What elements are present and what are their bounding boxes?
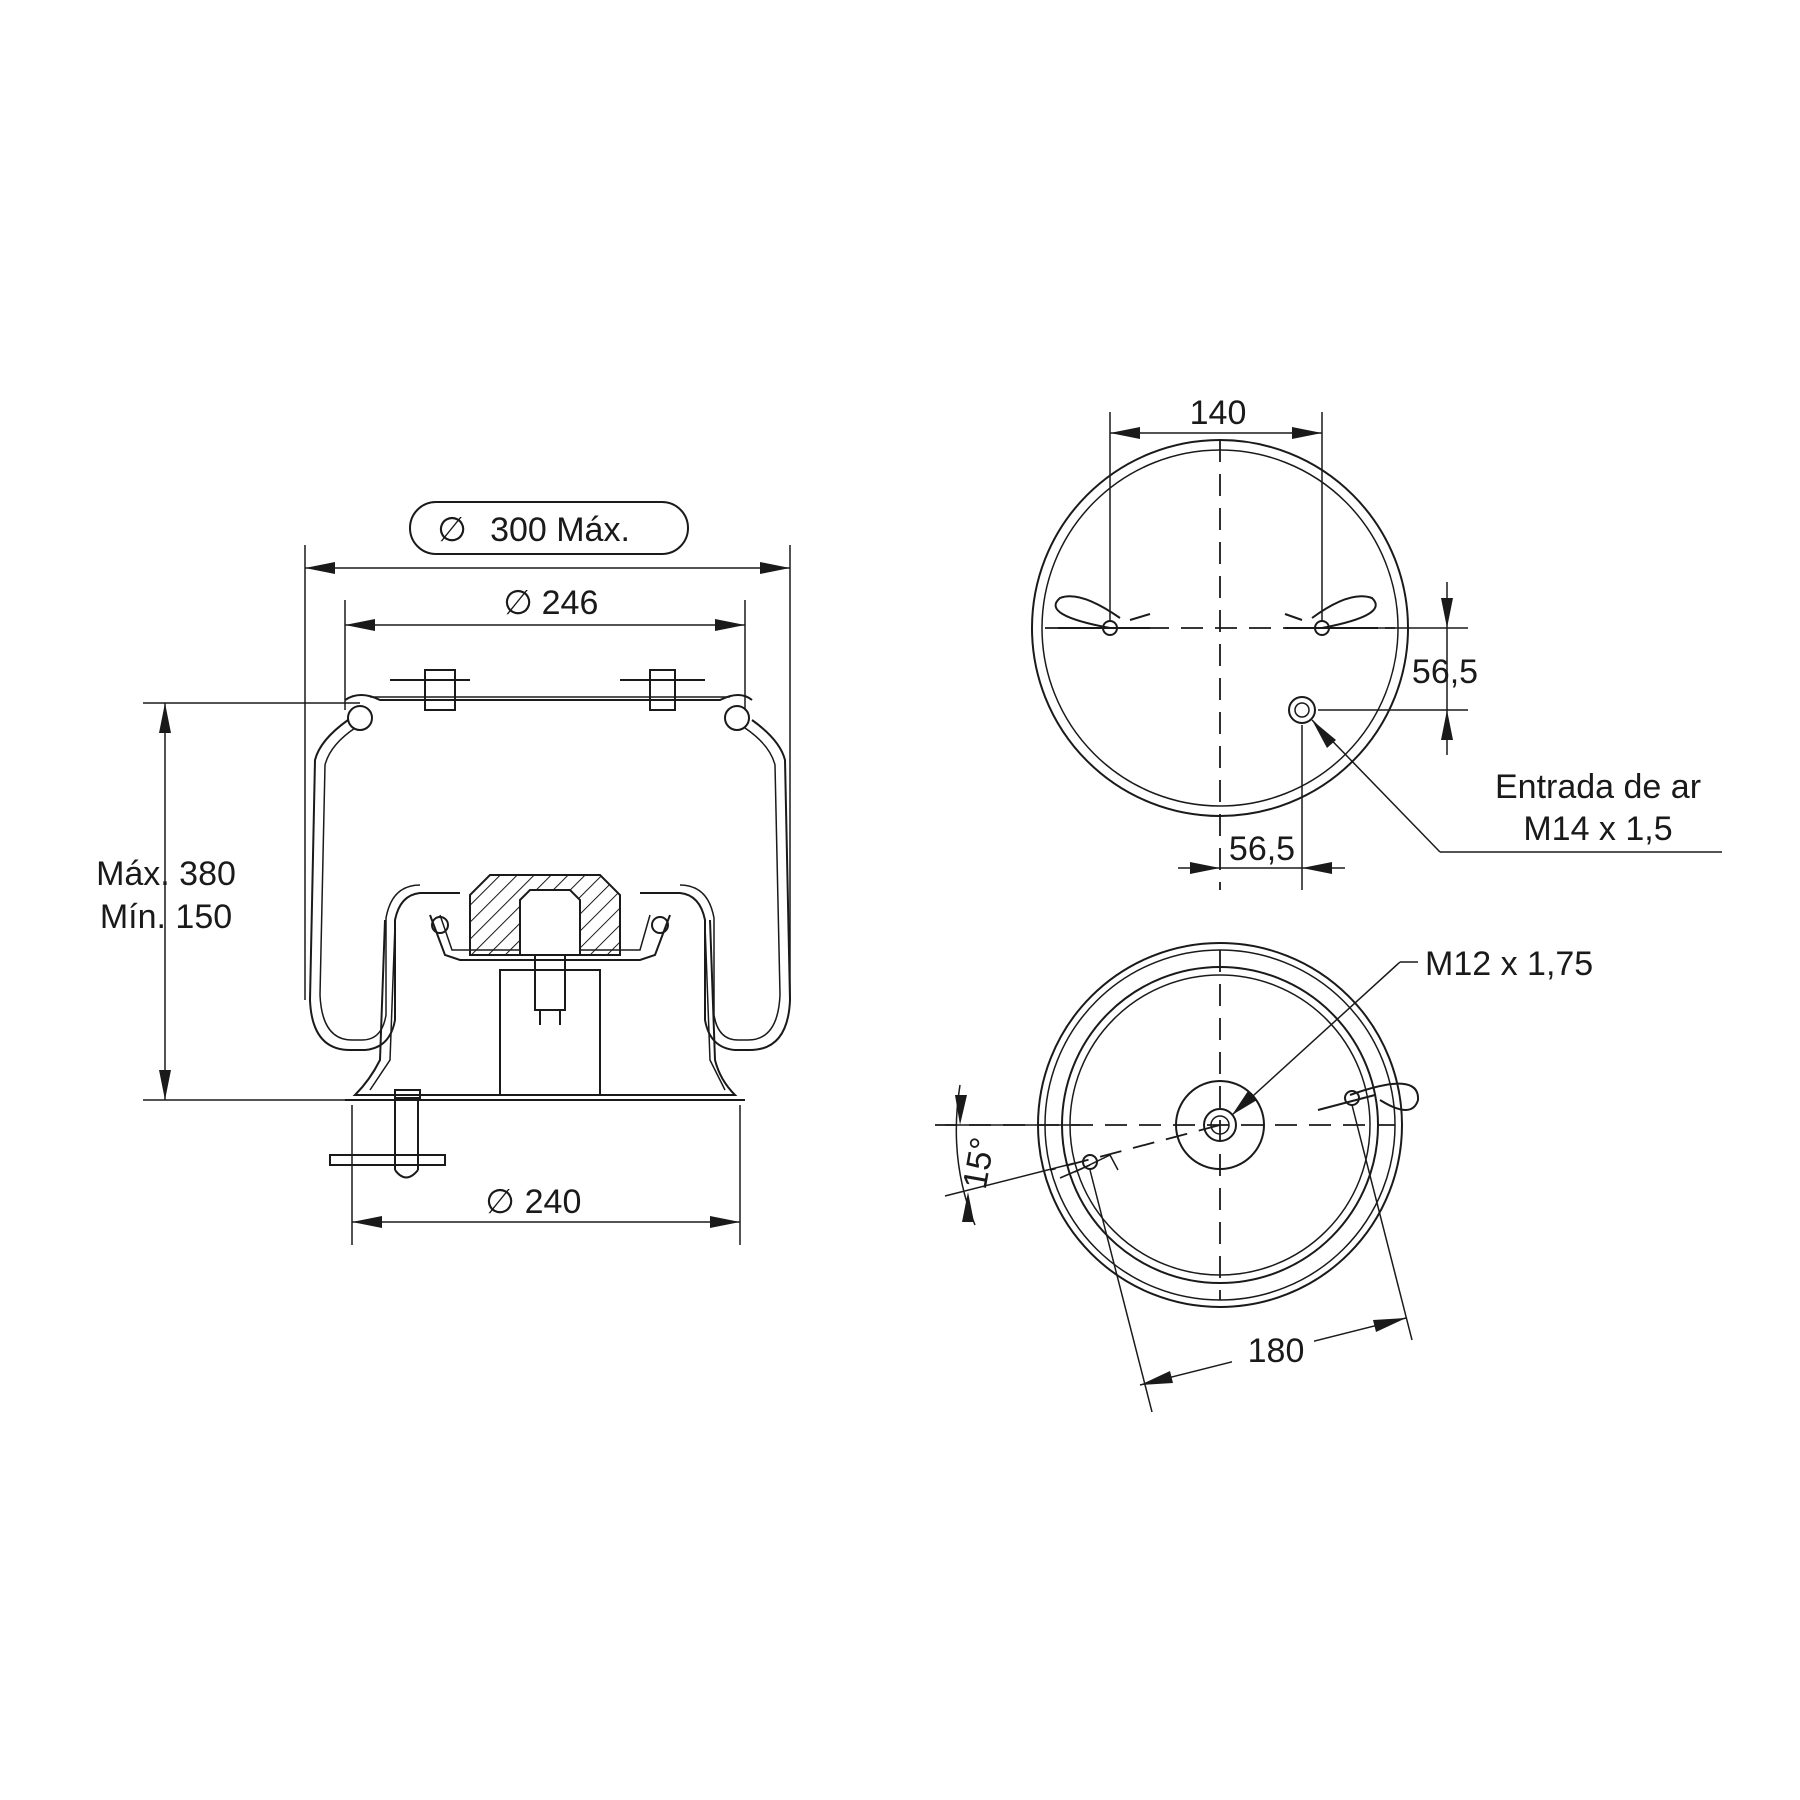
dim-height-min: Mín. 150: [100, 898, 232, 936]
dim-base-diameter: 240: [525, 1183, 582, 1221]
dim-top-plate-diameter-symbol: ∅: [503, 584, 533, 622]
dim-base-diameter-symbol: ∅: [485, 1183, 515, 1221]
top-view-dimensions: 140 56,5 56,5 Entrada de ar M14 x 1,5: [1109, 394, 1722, 890]
callout-bottom-thread: M12 x 1,75: [1425, 945, 1593, 983]
callout-air-inlet-thread: M14 x 1,5: [1523, 810, 1672, 848]
dim-height-max: Máx. 380: [96, 855, 236, 893]
top-view: [1031, 439, 1409, 890]
callout-air-inlet-label: Entrada de ar: [1495, 768, 1701, 806]
side-view-dimensions: ∅ 300 Máx. ∅ 246 Máx. 380 Mín. 150 ∅ 240: [96, 501, 791, 1245]
dim-bottom-angle: 15°: [956, 1134, 1002, 1191]
dim-top-bolt-spacing: 140: [1190, 394, 1247, 432]
bottom-view-dimensions: M12 x 1,75 15° 180: [944, 945, 1593, 1413]
dim-bottom-bolt-spacing: 180: [1248, 1332, 1305, 1370]
side-view: [308, 669, 792, 1179]
dim-air-inlet-horizontal: 56,5: [1229, 830, 1295, 868]
dim-top-plate-diameter: 246: [542, 584, 599, 622]
dim-overall-diameter: 300 Máx.: [490, 511, 630, 549]
dim-air-inlet-vertical: 56,5: [1412, 653, 1478, 691]
dim-overall-diameter-symbol: ∅: [437, 511, 467, 549]
